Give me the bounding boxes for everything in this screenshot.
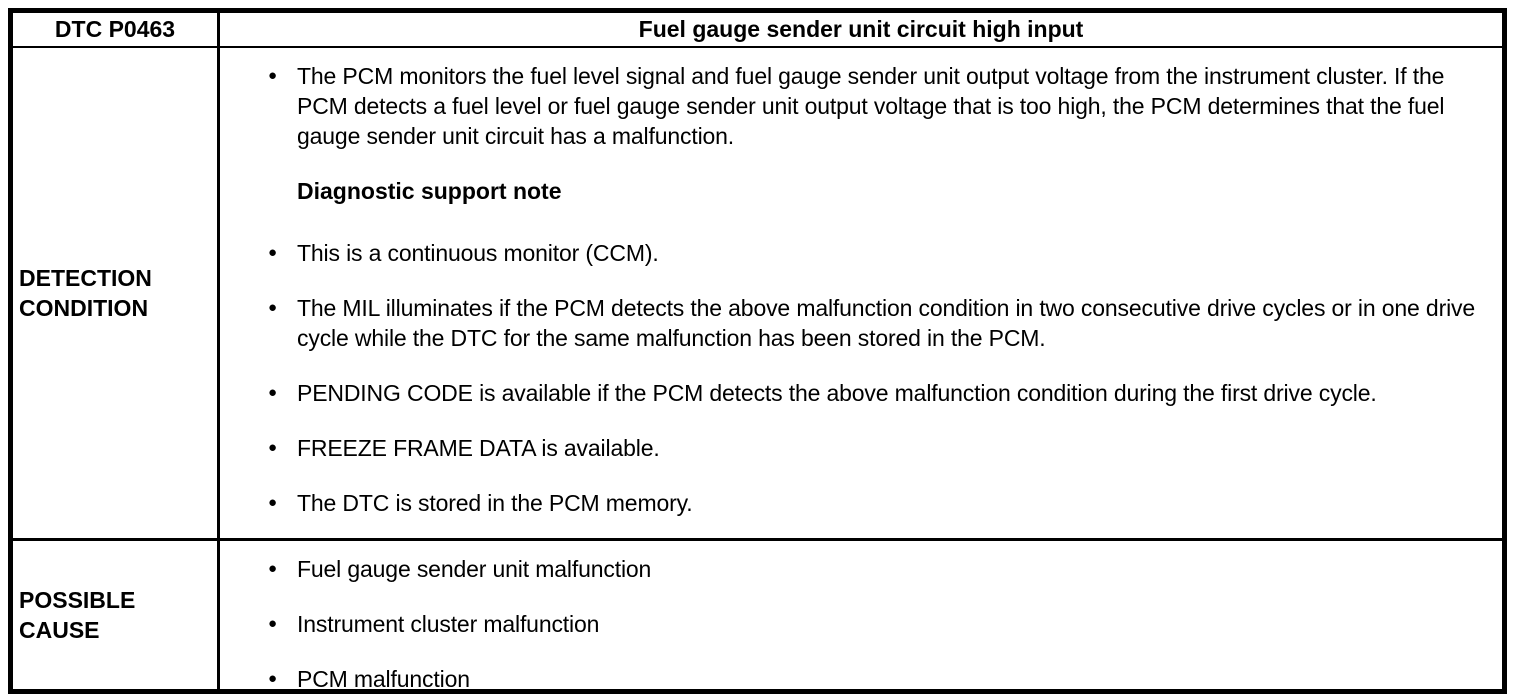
- bullet-icon: ●: [268, 384, 278, 401]
- dtc-code-cell: DTC P0463: [13, 13, 220, 48]
- dtc-title: Fuel gauge sender unit circuit high inpu…: [638, 16, 1084, 42]
- bullet-icon: ●: [268, 615, 278, 632]
- list-item: ● This is a continuous monitor (CCM).: [268, 238, 1482, 268]
- dtc-code: DTC P0463: [54, 16, 176, 42]
- detection-condition-label: DETECTION CONDITION: [19, 265, 152, 321]
- bullet-icon: ●: [268, 439, 278, 456]
- list-item: ● Instrument cluster malfunction: [268, 609, 1482, 639]
- detection-condition-content: ● The PCM monitors the fuel level signal…: [220, 48, 1502, 541]
- possible-cause-label-cell: POSSIBLE CAUSE: [13, 541, 220, 689]
- list-item-text: The DTC is stored in the PCM memory.: [297, 490, 693, 516]
- possible-cause-label: POSSIBLE CAUSE: [19, 587, 136, 643]
- list-item-text: PCM malfunction: [297, 666, 470, 689]
- bullet-icon: ●: [268, 560, 278, 577]
- list-item: ● The MIL illuminates if the PCM detects…: [268, 293, 1482, 353]
- possible-cause-content: ● Fuel gauge sender unit malfunction ● I…: [220, 541, 1502, 689]
- detection-condition-label-cell: DETECTION CONDITION: [13, 48, 220, 541]
- dtc-table: DTC P0463 Fuel gauge sender unit circuit…: [8, 8, 1507, 694]
- bullet-icon: ●: [268, 67, 278, 84]
- list-item-text: This is a continuous monitor (CCM).: [297, 240, 659, 266]
- list-item: ● The PCM monitors the fuel level signal…: [268, 61, 1482, 151]
- list-item-text: PENDING CODE is available if the PCM det…: [297, 380, 1377, 406]
- list-item: ● The DTC is stored in the PCM memory.: [268, 488, 1482, 518]
- list-item-text: The MIL illuminates if the PCM detects t…: [297, 295, 1476, 351]
- list-item-text: Instrument cluster malfunction: [297, 611, 600, 637]
- list-item-text: The PCM monitors the fuel level signal a…: [297, 63, 1445, 149]
- bullet-icon: ●: [268, 299, 278, 316]
- list-item: ● PENDING CODE is available if the PCM d…: [268, 378, 1482, 408]
- bullet-icon: ●: [268, 670, 278, 687]
- bullet-icon: ●: [268, 494, 278, 511]
- dtc-title-cell: Fuel gauge sender unit circuit high inpu…: [220, 13, 1502, 48]
- list-item: ● PCM malfunction: [268, 664, 1482, 689]
- list-item-text: FREEZE FRAME DATA is available.: [297, 435, 660, 461]
- list-item: ● Fuel gauge sender unit malfunction: [268, 554, 1482, 584]
- list-item: ● FREEZE FRAME DATA is available.: [268, 433, 1482, 463]
- bullet-icon: ●: [268, 244, 278, 261]
- diagnostic-support-note-heading: Diagnostic support note: [297, 178, 562, 204]
- list-item-text: Fuel gauge sender unit malfunction: [297, 556, 652, 582]
